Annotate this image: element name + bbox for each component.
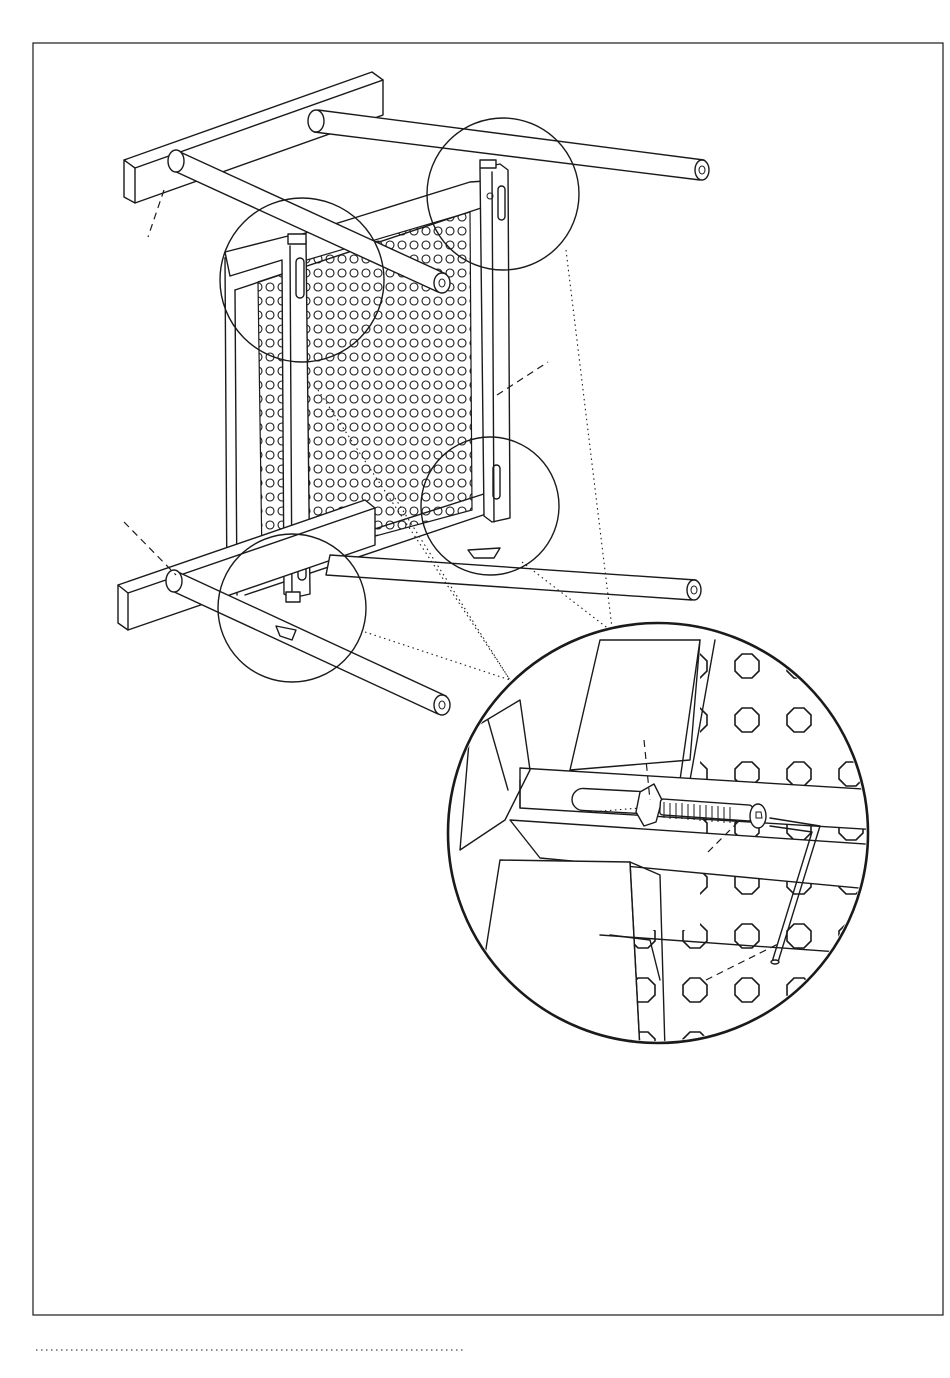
tubular-crossbar-upper-back [308,110,709,180]
upper-wooden-slat [124,72,383,203]
table-assembly [118,72,709,715]
upright-post-right [480,160,510,522]
tubular-crossbar-lower-back [326,548,701,600]
detail-inset [448,623,880,1050]
